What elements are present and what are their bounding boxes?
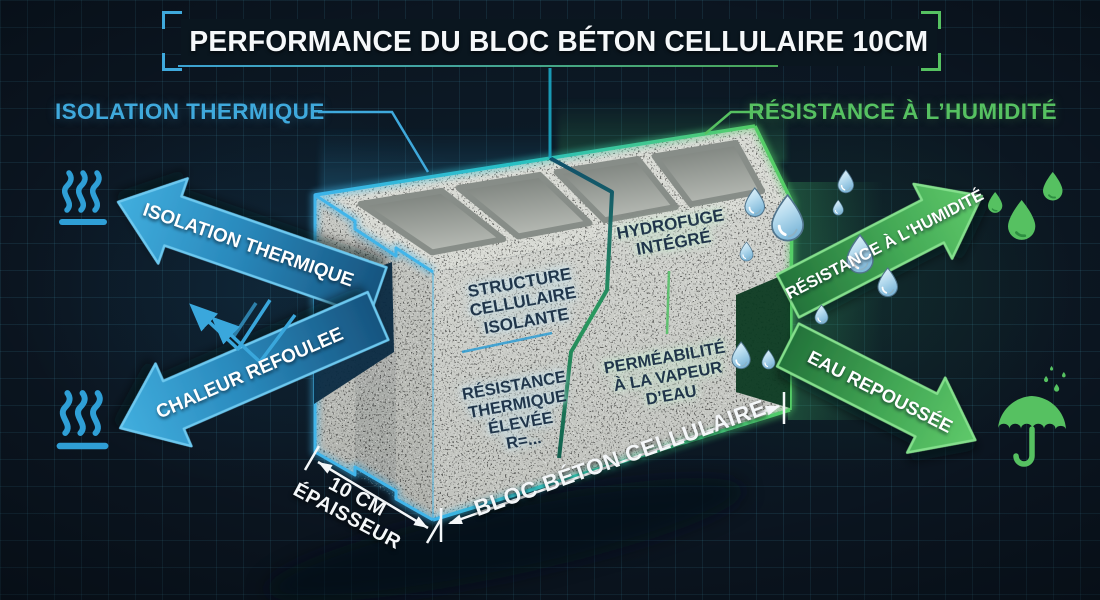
water-drop-icon <box>838 170 854 193</box>
humidity-arrow-up <box>775 182 983 319</box>
title-banner: PERFORMANCE DU BLOC BÉTON CELLULAIRE 10C… <box>181 19 937 66</box>
umbrella-rain-icon <box>998 366 1066 467</box>
length-dimension <box>439 392 786 542</box>
humidity-arrow-down <box>775 322 977 454</box>
zone-divider-line <box>549 156 614 459</box>
page-title: PERFORMANCE DU BLOC BÉTON CELLULAIRE 10C… <box>189 26 929 58</box>
thermal-arrow-up <box>116 177 388 318</box>
thickness-dimension <box>303 445 443 544</box>
cell-hole <box>357 187 507 256</box>
heat-waves-icon <box>60 393 105 446</box>
title-bracket-top-left <box>162 11 182 29</box>
leader-line-thermal <box>318 110 430 173</box>
cell-hole <box>455 171 593 240</box>
humidity-separator-line <box>665 270 671 335</box>
humidity-section-label: RÉSISTANCE À L’HUMIDITÉ <box>748 99 1057 124</box>
thermal-arrow-down <box>119 290 390 448</box>
title-bracket-bottom-left <box>162 53 182 71</box>
thermal-section-label: ISOLATION THERMIQUE <box>55 99 325 124</box>
humidity-arrow-fold <box>736 272 790 408</box>
cell-hole <box>553 156 679 224</box>
block-shadow <box>265 478 745 600</box>
heat-bounce-arrows <box>189 299 297 364</box>
green-water-drops-icon <box>988 172 1063 240</box>
leader-line-humidity <box>704 110 762 135</box>
block-cell-holes <box>357 140 766 256</box>
title-bracket-top-right <box>921 11 941 29</box>
leader-lines <box>318 68 762 173</box>
title-underline <box>178 65 778 67</box>
thermal-separator-line <box>461 331 553 354</box>
cell-hole <box>651 140 766 208</box>
title-bracket-bottom-right <box>921 53 941 71</box>
heat-waves-icon <box>62 173 104 222</box>
